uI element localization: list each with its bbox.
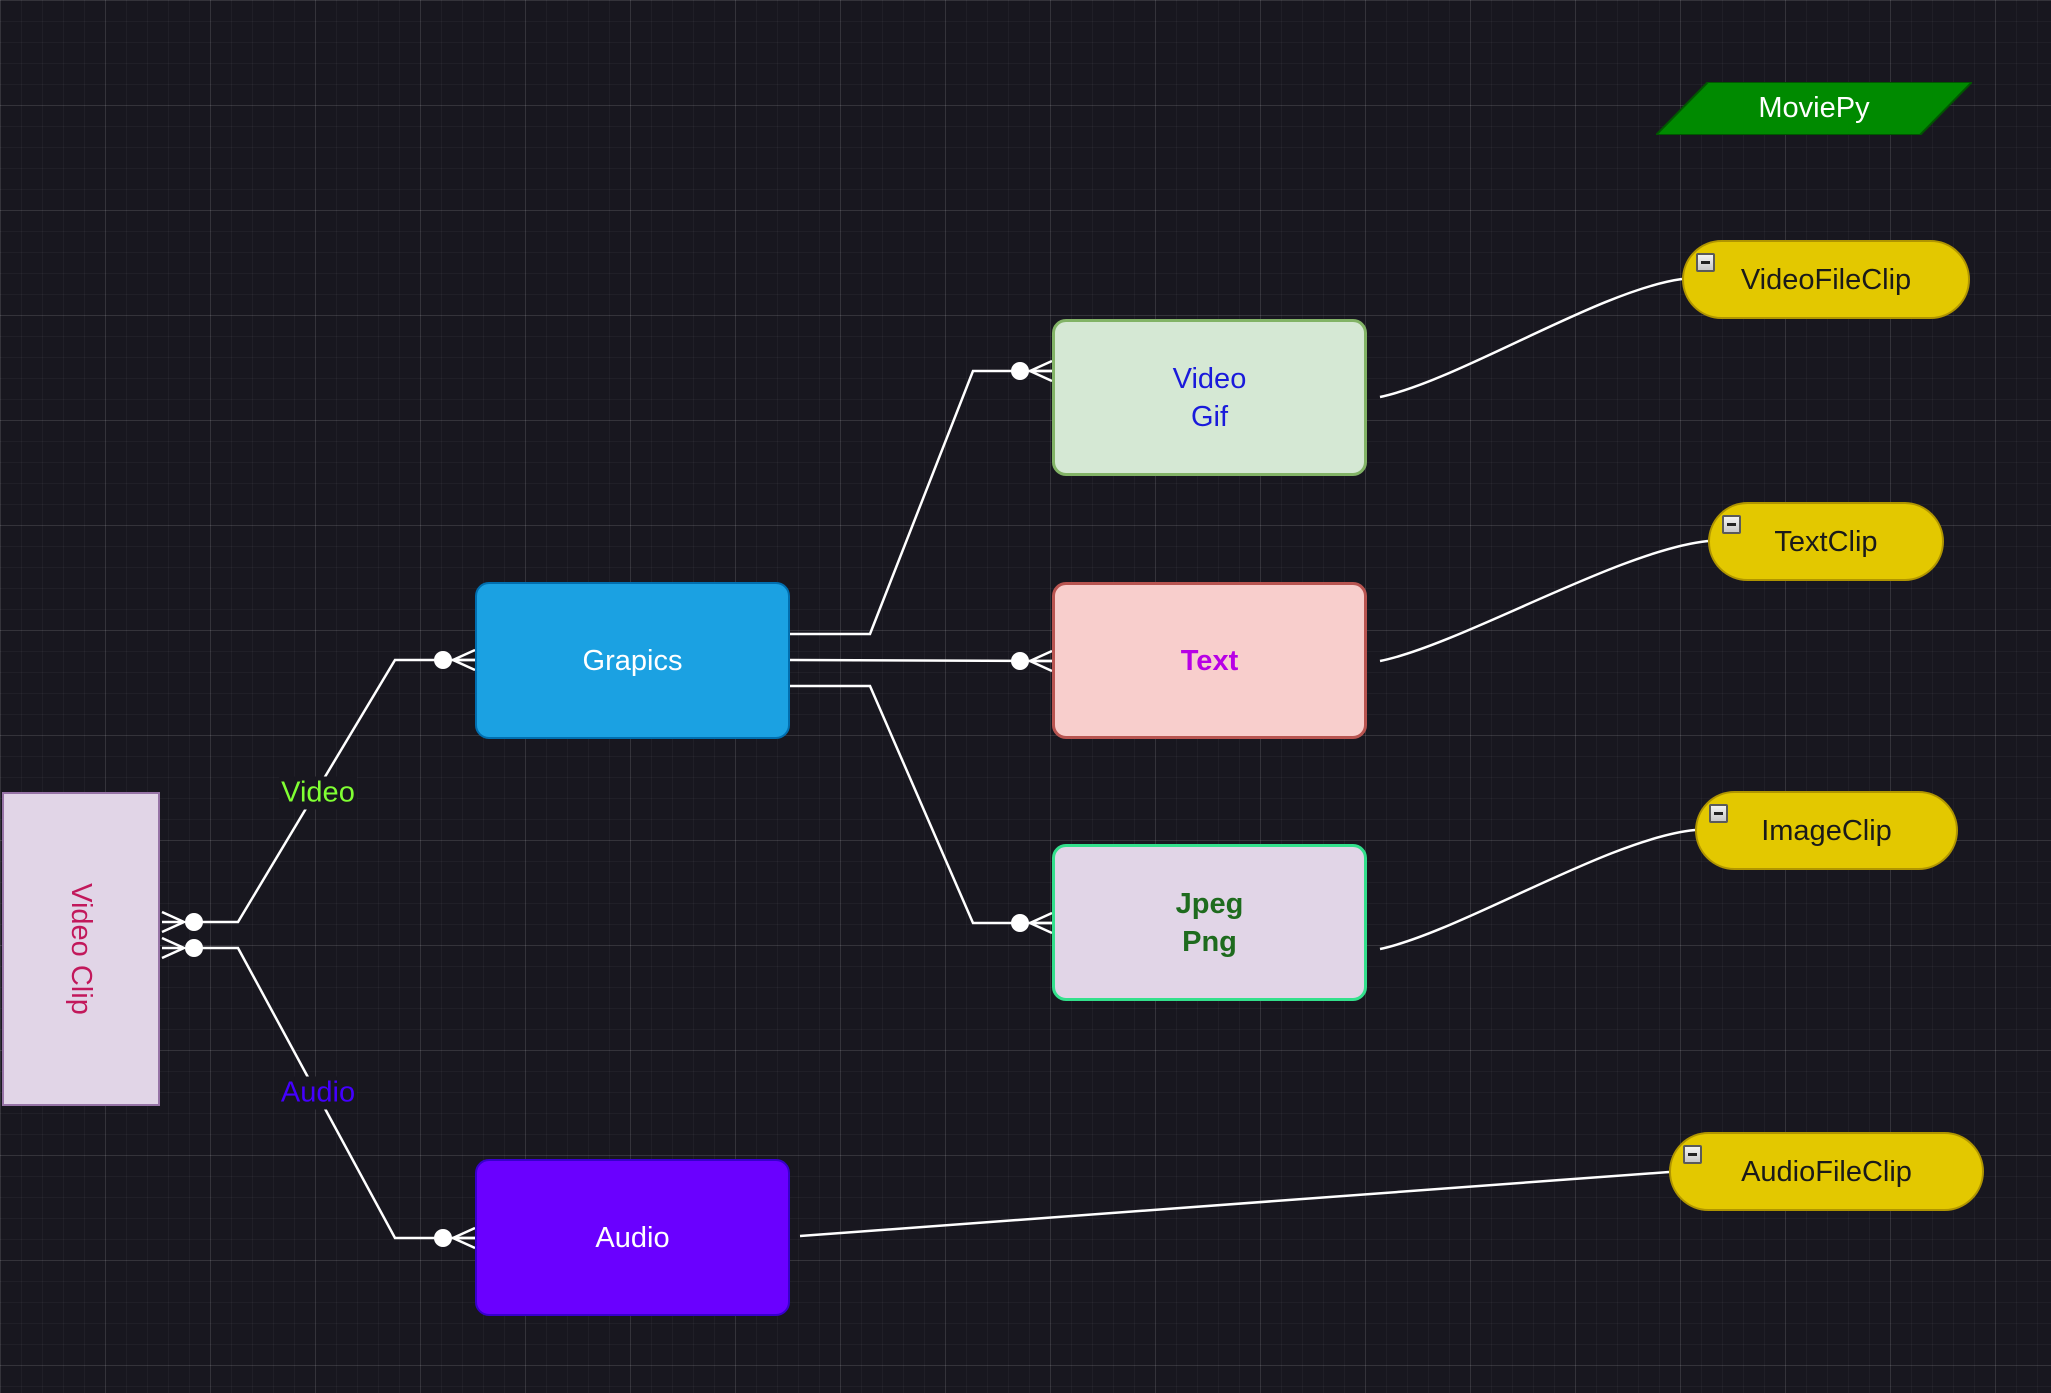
video-file-clip-node[interactable]: VideoFileClip <box>1682 240 1970 319</box>
text-node[interactable]: Text <box>1052 582 1367 739</box>
video-gif-line1: Video <box>1172 362 1247 395</box>
audio-file-clip-node[interactable]: AudioFileClip <box>1669 1132 1984 1211</box>
edge-graphics-text <box>789 658 1053 663</box>
graphics-node[interactable]: Grapics <box>475 582 790 739</box>
video-clip-node[interactable]: Video Clip <box>2 792 160 1106</box>
image-clip-node[interactable]: ImageClip <box>1695 791 1958 870</box>
edge-graphics-text-end-circle <box>1011 652 1029 670</box>
edge-graphics-videogif-end-circle <box>1011 362 1029 380</box>
audio-node[interactable]: Audio <box>475 1159 790 1316</box>
video-gif-line2: Gif <box>1190 400 1229 433</box>
video-clip-label: Video Clip <box>64 883 97 1015</box>
edge-videoclip-graphics-start-circle <box>185 913 203 931</box>
edge-videogif-videofileclip <box>1379 277 1683 399</box>
audio-label: Audio <box>595 1221 670 1254</box>
edge-label-audio: Audio <box>278 1076 358 1110</box>
video-gif-node[interactable]: Video Gif <box>1052 319 1367 476</box>
edge-label-video: Video <box>279 776 357 810</box>
moviepy-node[interactable]: MoviePy <box>1656 82 1972 135</box>
edge-graphics-jpegpng <box>790 684 1052 925</box>
collapse-icon[interactable] <box>1696 253 1715 272</box>
edge-videoclip-audio-end-circle <box>434 1229 452 1247</box>
graphics-label: Grapics <box>582 644 683 677</box>
collapse-icon[interactable] <box>1683 1145 1702 1164</box>
jpeg-png-node[interactable]: Jpeg Png <box>1052 844 1367 1001</box>
collapse-icon[interactable] <box>1722 515 1741 534</box>
edge-graphics-videogif <box>790 369 1052 636</box>
jpeg-png-line2: Png <box>1182 925 1237 958</box>
edge-videoclip-graphics-end-circle <box>434 651 452 669</box>
edge-jpegpng-imageclip <box>1379 828 1696 951</box>
edge-videoclip-audio-start-circle <box>185 939 203 957</box>
audio-file-clip-label: AudioFileClip <box>1741 1155 1912 1188</box>
moviepy-label: MoviePy <box>1758 92 1870 124</box>
edge-graphics-jpegpng-end-circle <box>1011 914 1029 932</box>
text-label: Text <box>1180 644 1239 677</box>
text-clip-node[interactable]: TextClip <box>1708 502 1944 581</box>
text-clip-label: TextClip <box>1774 525 1878 558</box>
edge-text-textclip <box>1379 539 1709 663</box>
jpeg-png-line1: Jpeg <box>1175 887 1244 920</box>
image-clip-label: ImageClip <box>1761 814 1892 847</box>
edge-audio-audiofileclip <box>799 1170 1670 1238</box>
collapse-icon[interactable] <box>1709 804 1728 823</box>
moviepy-shape <box>1656 82 1972 135</box>
video-file-clip-label: VideoFileClip <box>1740 263 1912 296</box>
